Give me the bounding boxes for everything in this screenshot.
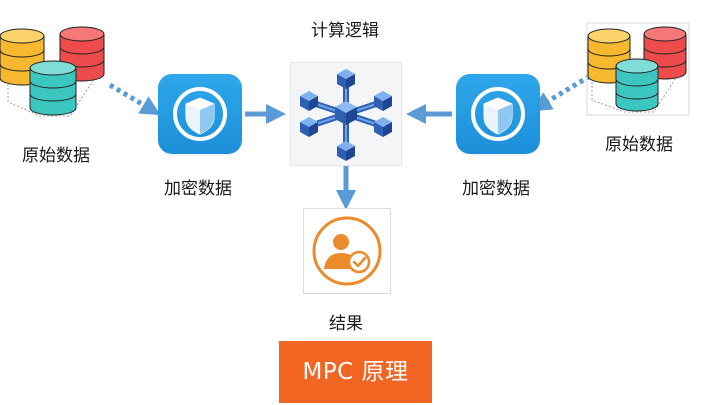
right-encrypt-tile: [456, 74, 540, 154]
left-encrypted-label: 加密数据: [164, 179, 232, 199]
shield-icon: [471, 87, 525, 141]
result-label: 结果: [329, 314, 363, 334]
result-tile: [303, 208, 391, 294]
right-database-icon: [586, 22, 690, 118]
shield-icon: [173, 87, 227, 141]
left-database-icon: [0, 24, 110, 120]
compute-logic-tile: [290, 62, 402, 166]
arrow-left-source-to-encrypt: [108, 82, 161, 116]
mpc-principle-button[interactable]: MPC 原理: [279, 341, 432, 403]
right-source-label: 原始数据: [605, 135, 673, 155]
left-encrypt-tile: [158, 74, 242, 154]
arrow-right-source-to-encrypt: [531, 73, 592, 112]
right-encrypted-label: 加密数据: [462, 179, 530, 199]
user-check-icon: [312, 216, 382, 286]
cube-network-icon: [300, 69, 392, 161]
compute-label: 计算逻辑: [311, 21, 379, 41]
left-source-label: 原始数据: [22, 146, 90, 166]
